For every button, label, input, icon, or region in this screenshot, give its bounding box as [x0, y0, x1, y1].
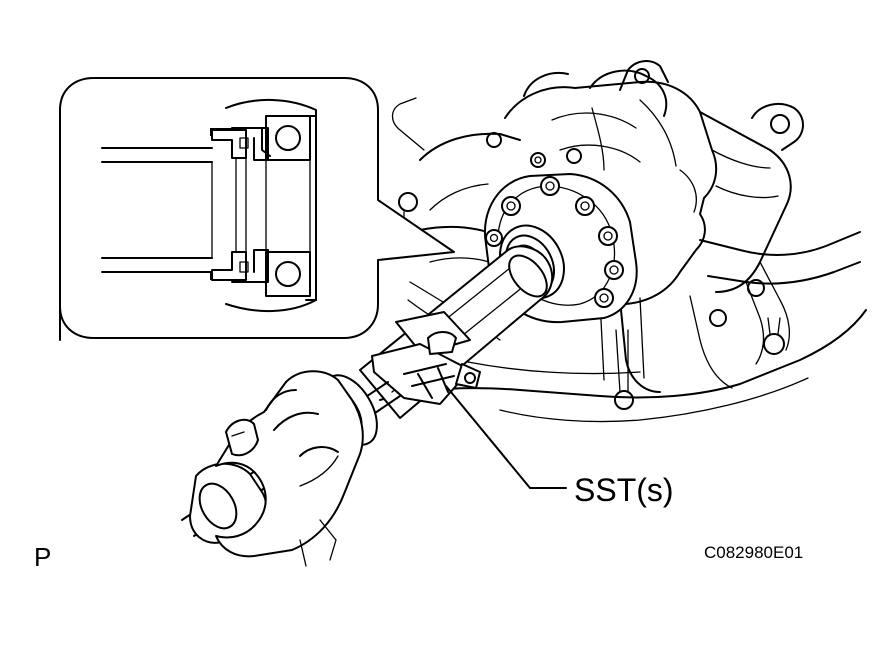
hand: [215, 370, 364, 567]
sst-leader-line: [445, 385, 567, 489]
cross-section-inset: [59, 77, 455, 341]
view-letter: P: [34, 542, 51, 572]
figure-code: C082980E01: [704, 543, 803, 562]
flange-bolts: [485, 148, 624, 308]
sst-label: SST(s): [574, 472, 674, 508]
